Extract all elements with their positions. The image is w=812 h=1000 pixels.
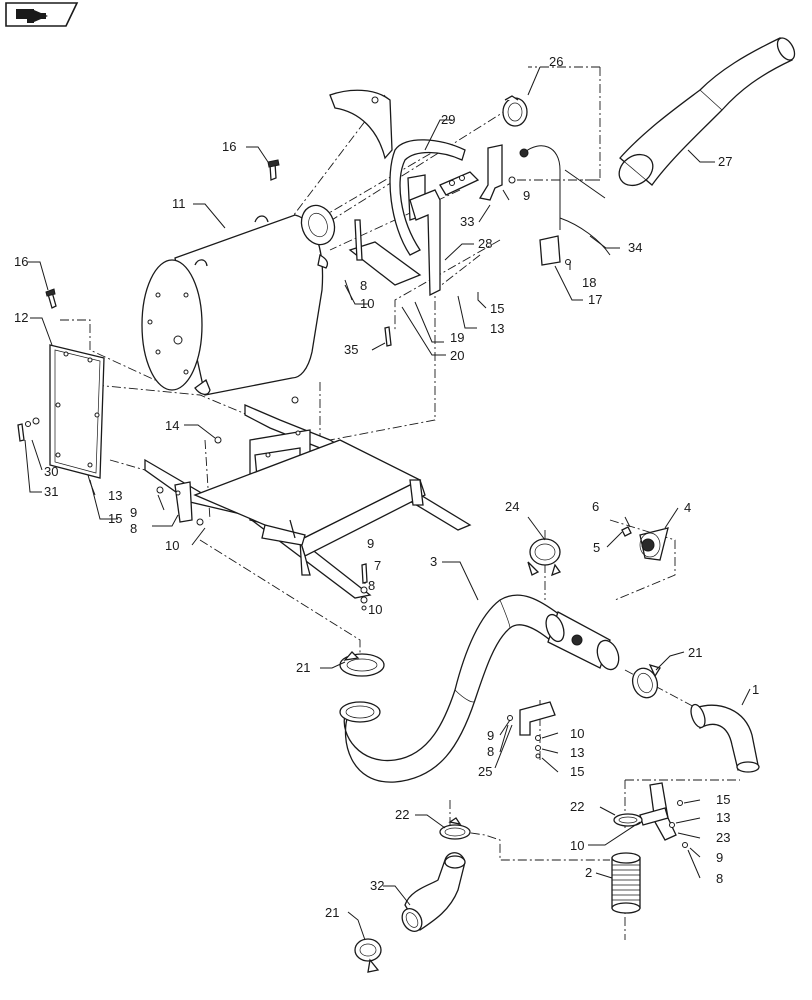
hardware-30-31 (17, 417, 40, 442)
callout-2: 2 (585, 865, 592, 880)
callout-8-c: 8 (368, 578, 375, 593)
callout-9-d: 9 (487, 728, 494, 743)
callout-13-b: 13 (108, 488, 122, 503)
clamp-21-center (339, 651, 385, 677)
flex-pipe-2 (611, 852, 641, 914)
callout-32: 32 (370, 878, 384, 893)
callout-22-a: 22 (395, 807, 409, 822)
elbow-pipe-1 (690, 703, 760, 773)
clamp-22-right (613, 813, 643, 827)
callout-4: 4 (684, 500, 691, 515)
clamp-24 (527, 538, 562, 577)
callout-10-c: 10 (368, 602, 382, 617)
tailpipe (618, 37, 796, 187)
callout-7: 7 (374, 558, 381, 573)
callout-21-a: 21 (296, 660, 310, 675)
callout-9-c: 9 (367, 536, 374, 551)
callout-10-a: 10 (360, 296, 374, 311)
callout-24: 24 (505, 499, 519, 514)
callout-21-c: 21 (325, 905, 339, 920)
clamp-21-bottom (354, 938, 382, 973)
callout-33: 33 (460, 214, 474, 229)
bolt-16-top (267, 159, 280, 181)
bolt-16-left (45, 288, 57, 309)
callout-3: 3 (430, 554, 437, 569)
callout-22-b: 22 (570, 799, 584, 814)
bracket-33 (478, 144, 516, 201)
callout-13-a: 13 (490, 321, 504, 336)
callout-11: 11 (172, 196, 186, 211)
mounting-frame (144, 396, 472, 599)
clamp-22-left (439, 817, 471, 840)
callout-9-b: 9 (130, 505, 137, 520)
cap-4 (621, 526, 669, 561)
callout-27: 27 (718, 154, 732, 169)
callout-30: 30 (44, 464, 58, 479)
elbow-pipe-32 (401, 852, 466, 932)
callout-labels: 1 2 3 4 5 6 7 8 8 8 8 8 9 9 9 9 9 10 10 … (14, 54, 759, 920)
callout-15-d: 15 (716, 792, 730, 807)
callout-19: 19 (450, 330, 464, 345)
clamp-26 (502, 95, 528, 127)
deflector-shield (329, 89, 393, 160)
callout-5: 5 (593, 540, 600, 555)
callout-8-d: 8 (487, 744, 494, 759)
callout-25: 25 (478, 764, 492, 779)
callout-6: 6 (592, 499, 599, 514)
cover-plate-12 (49, 344, 105, 479)
callout-34: 34 (628, 240, 642, 255)
callout-35: 35 (344, 342, 358, 357)
callout-14: 14 (165, 418, 179, 433)
callout-31: 31 (44, 484, 58, 499)
callout-15-c: 15 (570, 764, 584, 779)
callout-16-a: 16 (222, 139, 236, 154)
callout-23: 23 (716, 830, 730, 845)
callout-21-b: 21 (688, 645, 702, 660)
back-arrow-icon[interactable] (5, 2, 79, 27)
callout-10-e: 10 (570, 838, 584, 853)
clamp-21-right (631, 663, 662, 699)
callout-17: 17 (588, 292, 602, 307)
mount-bracket-28 (348, 171, 480, 297)
callout-8-a: 8 (360, 278, 367, 293)
callout-16-b: 16 (14, 254, 28, 269)
sensor-harness (519, 145, 611, 266)
callout-15-b: 15 (108, 511, 122, 526)
callout-9-a: 9 (523, 188, 530, 203)
callout-9-e: 9 (716, 850, 723, 865)
callout-13-d: 13 (716, 810, 730, 825)
callout-10-d: 10 (570, 726, 584, 741)
callout-1: 1 (752, 682, 759, 697)
callout-18: 18 (582, 275, 596, 290)
callout-20: 20 (450, 348, 464, 363)
callout-8-e: 8 (716, 871, 723, 886)
callout-26: 26 (549, 54, 563, 69)
frame-fasteners (360, 563, 368, 611)
callout-15-a: 15 (490, 301, 504, 316)
bolt-35 (384, 326, 392, 347)
bracket-23 (639, 782, 688, 848)
callout-13-c: 13 (570, 745, 584, 760)
bracket-25 (507, 701, 556, 759)
callout-8-b: 8 (130, 521, 137, 536)
muffler-canister (141, 204, 336, 396)
callout-28: 28 (478, 236, 492, 251)
exhaust-pipe-3 (339, 594, 620, 783)
callout-29: 29 (441, 112, 455, 127)
callout-10-b: 10 (165, 538, 179, 553)
callout-12: 12 (14, 310, 28, 325)
callout-leaders (24, 66, 751, 941)
